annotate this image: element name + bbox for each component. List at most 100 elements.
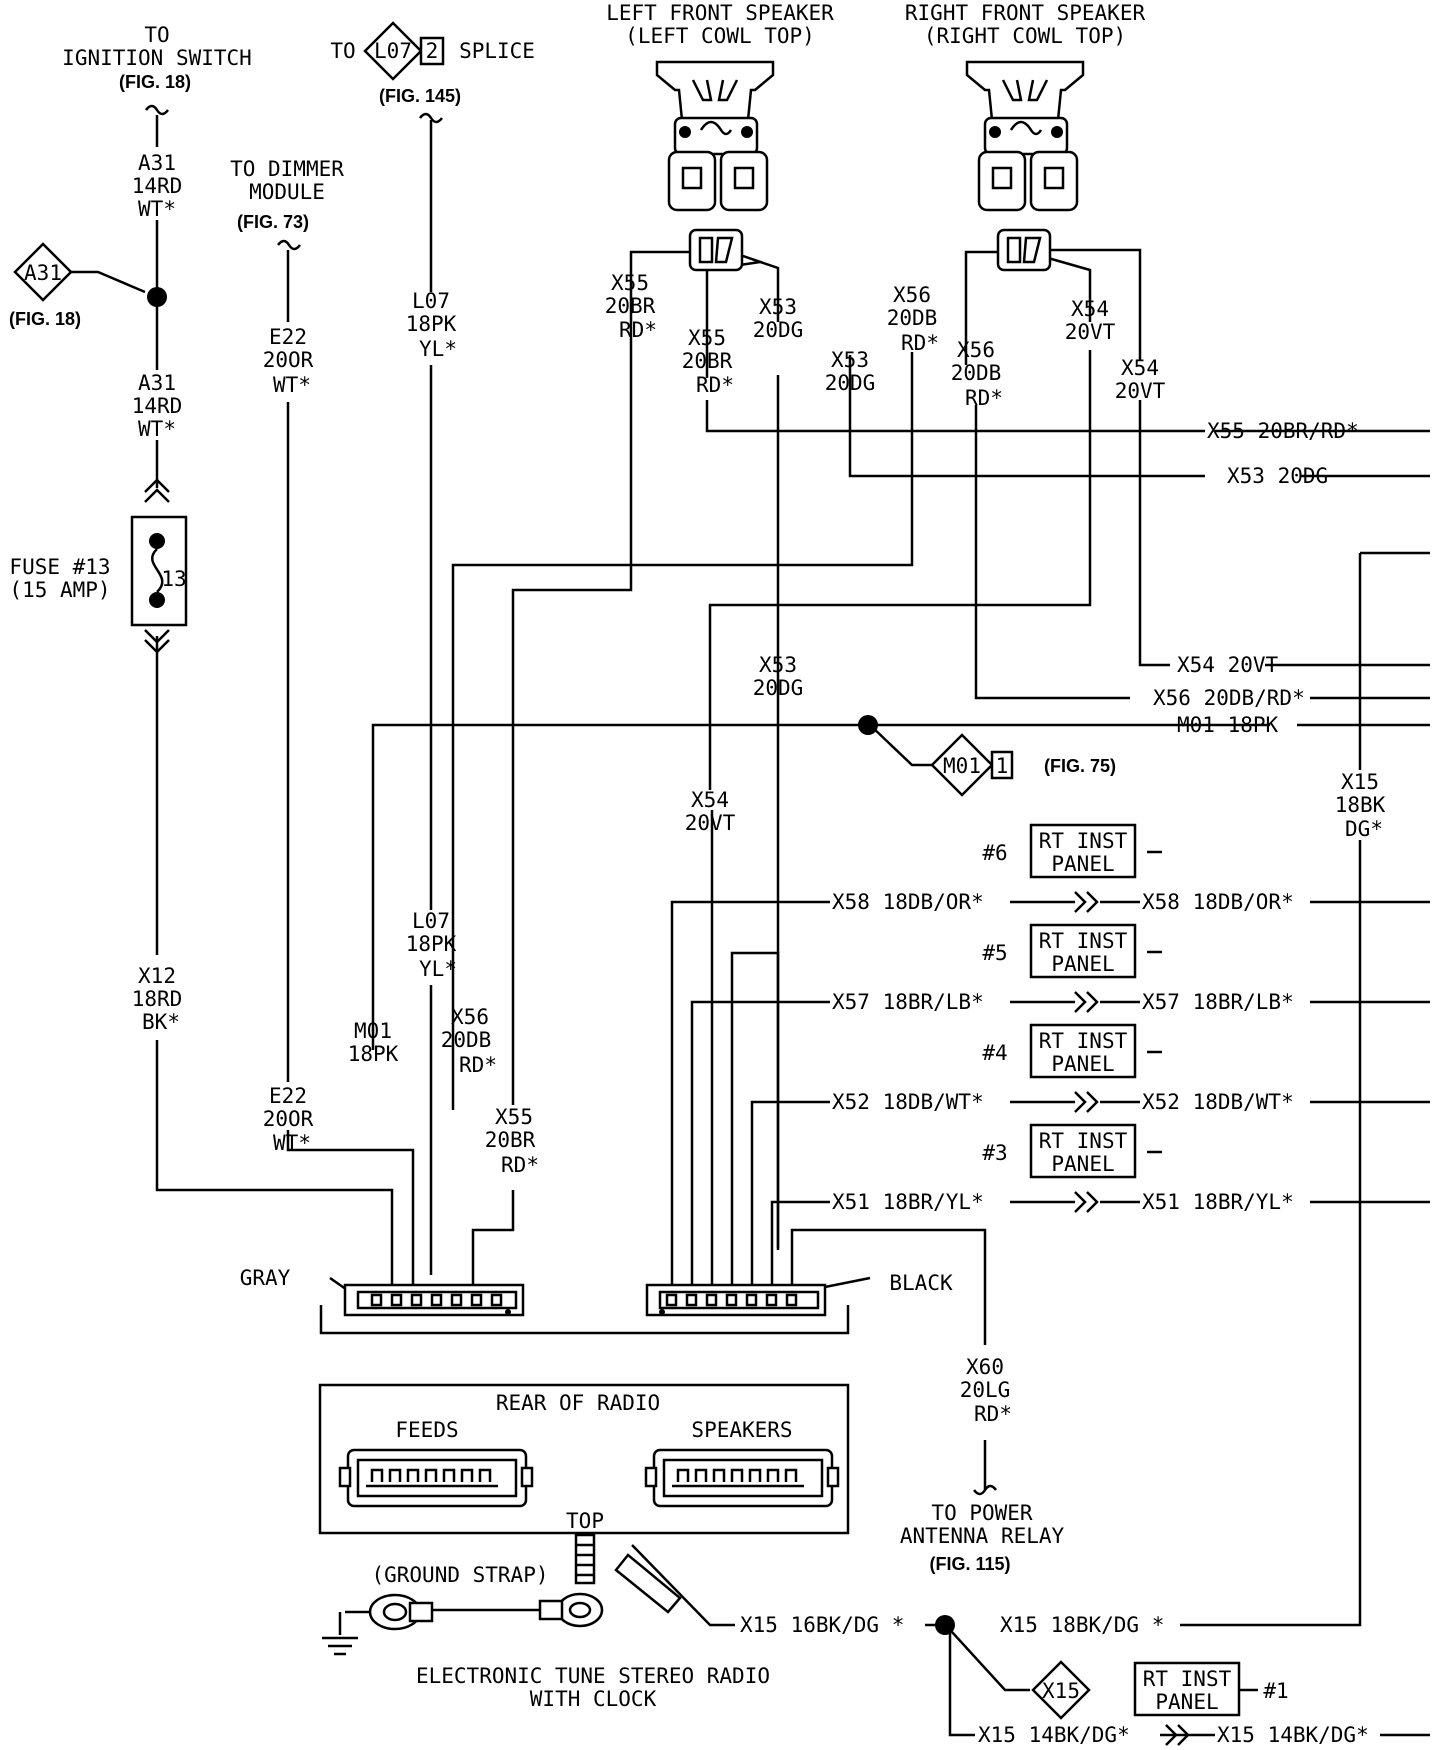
m01-code: M01 — [943, 754, 981, 778]
x60-2: 20LG — [960, 1378, 1011, 1402]
a31-diamond — [13, 242, 167, 307]
diagram-title-2: WITH CLOCK — [530, 1687, 657, 1711]
x56-a-2: 20DB — [887, 306, 938, 330]
x15-14b-label: X15 14BK/DG* — [1217, 1723, 1369, 1747]
gray-label: GRAY — [240, 1266, 291, 1290]
left-front-speaker — [655, 60, 775, 212]
a31-code: A31 — [24, 261, 62, 285]
a31-lower-1: A31 — [138, 371, 176, 395]
right-speaker-plug — [996, 228, 1052, 272]
ignition-ref-line1: TO — [144, 23, 169, 47]
a31-upper-2: 14RD — [132, 174, 183, 198]
ground-strap — [368, 1533, 682, 1631]
panel-6-num: #6 — [982, 841, 1007, 865]
x55-a-1: X55 — [611, 271, 649, 295]
x55-lower-1: X55 — [495, 1105, 533, 1129]
l07-diamond — [363, 21, 445, 81]
x58-right: X58 18DB/OR* — [1142, 890, 1294, 914]
right-front-speaker — [965, 60, 1085, 212]
x53-a-2: 20DG — [753, 318, 804, 342]
splice-word: SPLICE — [459, 39, 535, 63]
x55-a-2: 20BR — [605, 294, 656, 318]
dimmer-ref-line2: MODULE — [249, 180, 325, 204]
ignition-fig: (FIG. 18) — [119, 72, 191, 92]
fuse-label-2: (15 AMP) — [9, 578, 110, 602]
fuse-label-1: FUSE #13 — [9, 555, 110, 579]
right-label-x54: X54 20VT — [1177, 653, 1279, 677]
wire-breaks — [145, 104, 997, 1496]
x55-lower-3: RD* — [501, 1153, 539, 1177]
x56-b-2: 20DB — [951, 361, 1002, 385]
dimmer-ref-line1: TO DIMMER — [230, 157, 344, 181]
m01-fig: (FIG. 75) — [1044, 756, 1116, 776]
labels: TO IGNITION SWITCH (FIG. 18) TO L07 2 SP… — [9, 1, 1386, 1747]
rear-title: REAR OF RADIO — [496, 1391, 660, 1415]
x15-vert-1: X15 — [1341, 770, 1379, 794]
panel-1-l1: RT INST — [1143, 1667, 1232, 1691]
x51-right: X51 18BR/YL* — [1142, 1190, 1294, 1214]
right-label-x55: X55 20BR/RD* — [1207, 419, 1359, 443]
a31-lower-3: WT* — [138, 417, 176, 441]
e22-lower-3: WT* — [273, 1131, 311, 1155]
fuse-13 — [130, 478, 188, 654]
panel-1-num: #1 — [1263, 1679, 1288, 1703]
x57-left: X57 18BR/LB* — [832, 990, 984, 1014]
e22-upper-3: WT* — [273, 373, 311, 397]
x55-b-2: 20BR — [682, 349, 733, 373]
splice-num: 2 — [426, 39, 439, 63]
ignition-ref-line2: IGNITION SWITCH — [62, 46, 252, 70]
splice-to: TO — [330, 39, 355, 63]
m01-diamond — [858, 715, 1014, 797]
right-label-x53: X53 20DG — [1227, 464, 1328, 488]
x15-vert-3: DG* — [1345, 817, 1383, 841]
x53-b-1: X53 — [831, 348, 869, 372]
antenna-1: TO POWER — [931, 1501, 1033, 1525]
x54-a-1: X54 — [1071, 297, 1109, 321]
l07-lower-2: 18PK — [406, 932, 457, 956]
panel-5-l2: PANEL — [1051, 952, 1114, 976]
m01-wire-2: 18PK — [348, 1042, 399, 1066]
dimmer-fig: (FIG. 73) — [237, 212, 309, 232]
panel-boxes — [1029, 823, 1241, 1717]
panel-1-l2: PANEL — [1155, 1690, 1218, 1714]
speakers-label: SPEAKERS — [691, 1418, 792, 1442]
l07-lower-3: YL* — [419, 957, 457, 981]
x54-b-2: 20VT — [1115, 379, 1166, 403]
x54-a-2: 20VT — [1065, 320, 1116, 344]
m01-num: 1 — [996, 754, 1009, 778]
x56-b-3: RD* — [965, 386, 1003, 410]
l07-upper-2: 18PK — [406, 312, 457, 336]
splice-fig: (FIG. 145) — [379, 86, 461, 106]
x55-b-1: X55 — [688, 326, 726, 350]
x53-b-2: 20DG — [825, 371, 876, 395]
x56-lower-3: RD* — [459, 1053, 497, 1077]
panel-5-num: #5 — [982, 941, 1007, 965]
x60-3: RD* — [974, 1402, 1012, 1426]
antenna-2: ANTENNA RELAY — [900, 1524, 1065, 1548]
panel-6-l1: RT INST — [1039, 829, 1128, 853]
e22-upper-1: E22 — [269, 325, 307, 349]
panel-4-num: #4 — [982, 1041, 1007, 1065]
x15-vert-2: 18BK — [1335, 793, 1386, 817]
x55-lower-2: 20BR — [485, 1128, 536, 1152]
antenna-fig: (FIG. 115) — [929, 1554, 1010, 1574]
x12-3: BK* — [142, 1010, 180, 1034]
e22-lower-2: 20OR — [263, 1107, 314, 1131]
splice-code: L07 — [374, 39, 412, 63]
x56-b-1: X56 — [957, 338, 995, 362]
a31-lower-2: 14RD — [132, 394, 183, 418]
inline-connectors — [1074, 891, 1190, 1746]
x12-1: X12 — [138, 964, 176, 988]
panel-6-l2: PANEL — [1051, 852, 1114, 876]
panel-5-l1: RT INST — [1039, 929, 1128, 953]
black-connector — [645, 1276, 871, 1317]
x12-2: 18RD — [132, 987, 183, 1011]
x57-right: X57 18BR/LB* — [1142, 990, 1294, 1014]
feeds-label: FEEDS — [395, 1418, 458, 1442]
x55-b-3: RD* — [696, 373, 734, 397]
x15-14a-label: X15 14BK/DG* — [978, 1723, 1130, 1747]
left-speaker-subtitle: (LEFT COWL TOP) — [625, 24, 815, 48]
a31-fig: (FIG. 18) — [9, 309, 81, 329]
x53-a-1: X53 — [759, 295, 797, 319]
